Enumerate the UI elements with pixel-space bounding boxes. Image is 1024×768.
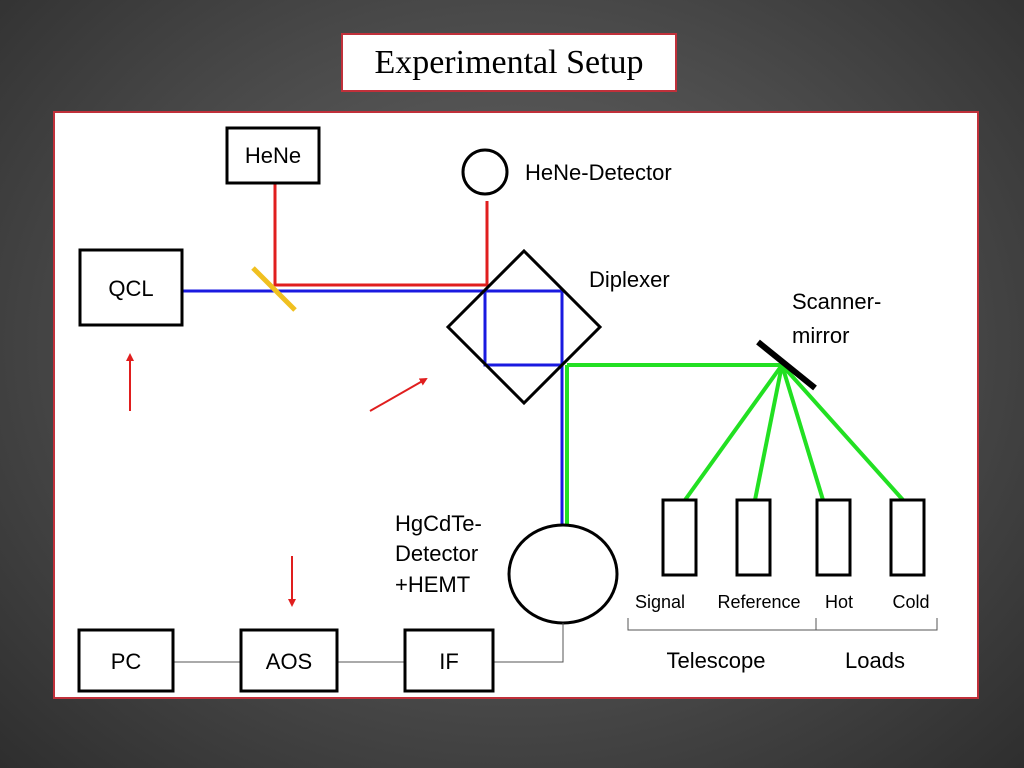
diagram-panel: HeNe QCL HeNe-Detector Diplexer Scanner-… [53,111,979,699]
hot-load [815,498,852,577]
cold-load [889,498,926,577]
hgcdte-label-line2: Detector [395,541,478,566]
telescope-label: Telescope [666,648,765,673]
scanner-mirror-label-line1: Scanner- [792,289,881,314]
scanner-mirror-label-line2: mirror [792,323,849,348]
hgcdte-label-line3: +HEMT [395,572,470,597]
hot-label: Hot [825,592,853,612]
hene-detector [461,148,509,196]
reference-label: Reference [717,592,800,612]
hgcdte-detector [507,523,619,625]
pc-label: PC [111,649,142,674]
pc-box [77,628,175,693]
diplexer-arrow [369,378,428,412]
diplexer [445,248,603,406]
if-label: IF [439,649,459,674]
loads-group-label: Loads [845,648,905,673]
diplexer-beam-square [483,289,564,367]
hgcdte-label-line1: HgCdTe- [395,511,482,536]
signal-label: Signal [635,592,685,612]
hene-beam [273,183,489,287]
diplexer-label: Diplexer [589,267,670,292]
if-box [403,628,495,693]
signal-beam-paths [565,363,905,525]
hene-laser-box [225,126,321,185]
signal-load [661,498,698,577]
qcl-box [78,248,184,327]
aos-box [239,628,339,693]
hene-label: HeNe [245,143,301,168]
reference-load [735,498,772,577]
telescope-bracket [627,618,817,631]
scanner-mirror [756,339,817,391]
hene-detector-label: HeNe-Detector [525,160,672,185]
aos-label: AOS [266,649,312,674]
loads-bracket [815,618,938,631]
signal-chain-wires [173,623,564,663]
slide-title: Experimental Setup [341,33,677,92]
beamsplitter [251,266,297,312]
setup-diagram: HeNe QCL HeNe-Detector Diplexer Scanner-… [77,126,938,693]
cold-label: Cold [892,592,929,612]
qcl-label: QCL [108,276,153,301]
